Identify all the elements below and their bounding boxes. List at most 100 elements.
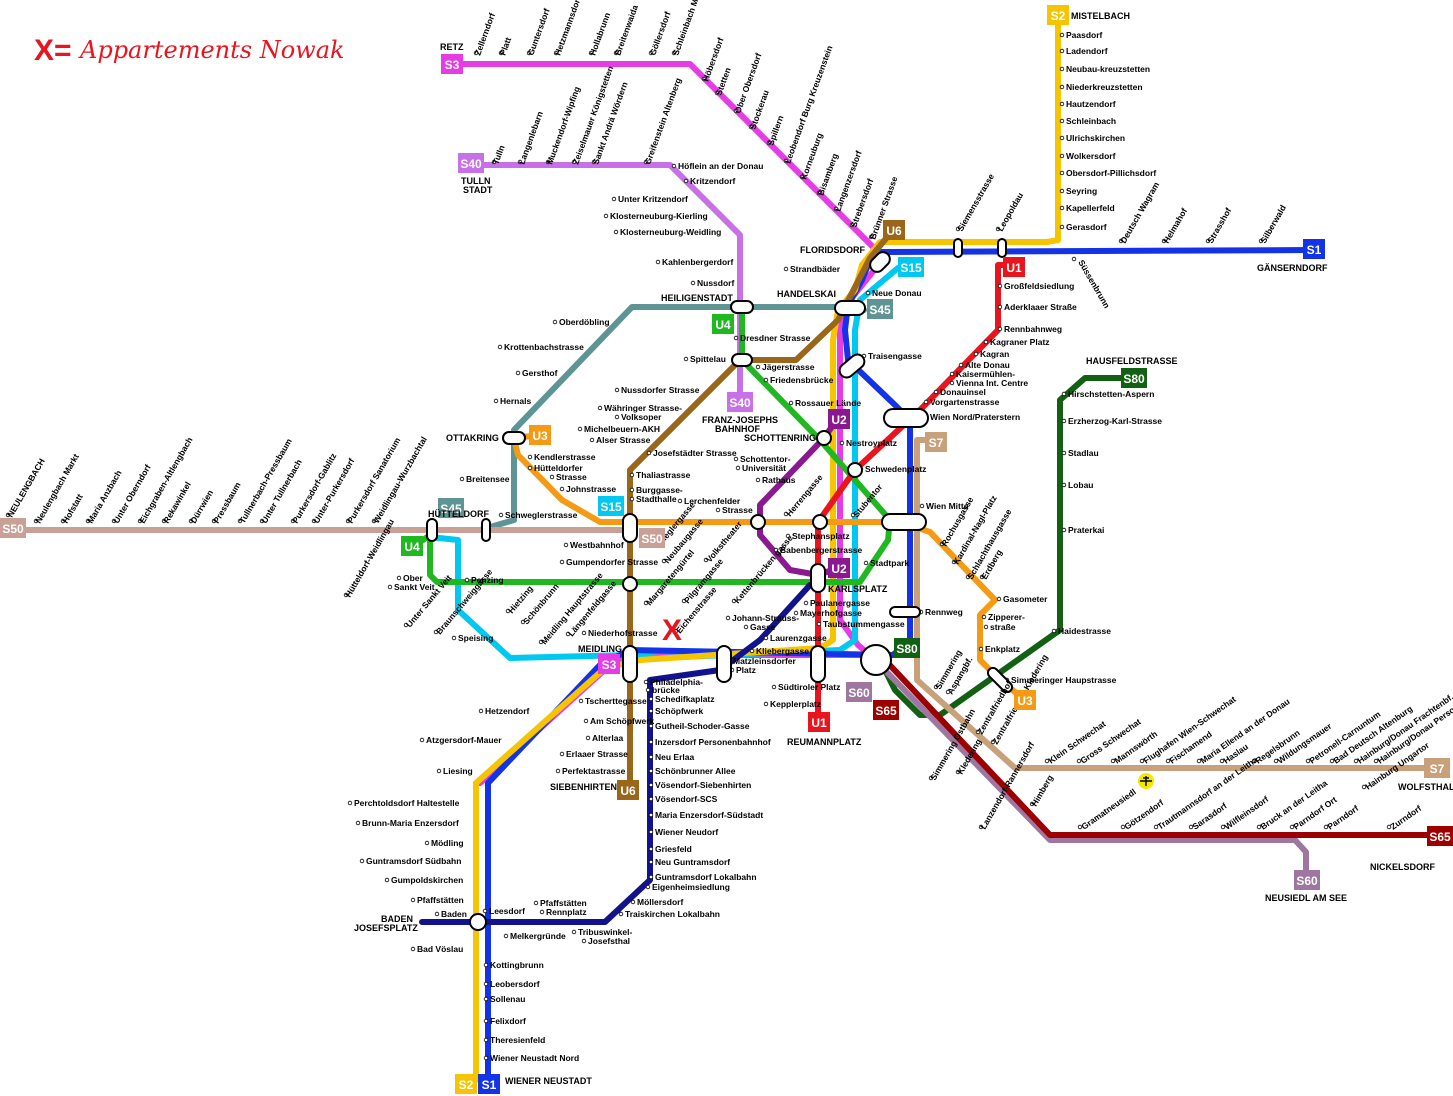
station-label[interactable]: Flughafen Wien-Schwechat [1141,694,1237,766]
station-dot[interactable] [482,908,488,914]
hub-label[interactable]: MISTELBACH [1071,11,1130,21]
station-label[interactable]: Stockerau [747,89,770,131]
station-label[interactable]: Hütteldorfer [534,463,583,473]
station-label[interactable]: Süssenbrunn [1076,258,1112,310]
station-dot[interactable] [137,518,143,524]
station-dot[interactable] [355,820,361,826]
station-dot[interactable] [683,178,689,184]
station-label[interactable]: Oberdöbling [559,317,610,327]
station-label[interactable]: Stetten [713,66,732,96]
station-dot[interactable] [478,708,484,714]
station-label[interactable]: Rennbahnweg [1004,324,1062,334]
hub-label[interactable]: TULLN [461,176,491,186]
station-dot[interactable] [483,962,489,968]
interchange-station[interactable] [816,430,832,446]
station-dot[interactable] [1353,758,1359,764]
line-badge-s65[interactable]: S65 [1427,826,1453,846]
station-dot[interactable] [673,628,679,634]
station-label[interactable]: Korneuburg [798,132,824,181]
station-dot[interactable] [483,996,489,1002]
station-dot[interactable] [1076,758,1082,764]
station-dot[interactable] [473,50,479,56]
interchange-station[interactable] [997,238,1007,258]
station-label[interactable]: Melkergründe [510,931,566,941]
hub-label[interactable]: WOLFSTHAL [1398,782,1453,792]
station-label[interactable]: Seyring [1066,186,1097,196]
station-label[interactable]: Niederhofstrasse [588,628,658,638]
station-dot[interactable] [816,621,822,627]
station-label[interactable]: Kritzendorf [690,176,736,186]
station-dot[interactable] [997,283,1003,289]
line-badge-s2[interactable]: S2 [455,1074,477,1094]
line-badge-u4[interactable]: U4 [401,536,423,556]
station-label[interactable]: Johnstrasse [566,484,616,494]
station-dot[interactable] [433,629,439,635]
station-dot[interactable] [643,679,649,685]
station-label[interactable]: Rathaus [762,475,796,485]
interchange-station[interactable] [847,462,863,478]
station-label[interactable]: Kapellerfeld [1066,203,1115,213]
station-label[interactable]: Traiskirchen Lokalbahn [625,909,720,919]
station-dot[interactable] [493,398,499,404]
station-dot[interactable] [583,718,589,724]
hub-label[interactable]: REUMANNPLATZ [787,737,862,747]
station-label[interactable]: Neue Donau [872,288,922,298]
station-dot[interactable] [755,364,761,370]
line-badge-s40[interactable]: S40 [727,392,753,412]
line-badge-s3[interactable]: S3 [598,654,620,674]
station-dot[interactable] [771,684,777,690]
station-dot[interactable] [33,518,39,524]
station-dot[interactable] [345,518,351,524]
station-dot[interactable] [483,981,489,987]
station-label[interactable]: Rennweg [925,607,963,617]
station-dot[interactable] [849,222,855,228]
hub-label[interactable]: KARLSPLATZ [828,584,888,594]
station-label[interactable]: Alser Strasse [596,435,651,445]
apartment-marker[interactable]: X [662,614,682,647]
station-dot[interactable] [763,377,769,383]
station-dot[interactable] [211,518,217,524]
hub-label[interactable]: MEIDLING [578,644,622,654]
hub-label[interactable]: SCHOTTENRING [744,433,816,443]
station-dot[interactable] [1110,758,1116,764]
station-dot[interactable] [714,90,720,96]
station-label[interactable]: Guntersdorf [525,7,551,57]
station-label[interactable]: Liesing [443,766,473,776]
station-dot[interactable] [833,206,839,212]
station-label[interactable]: Hollabrunn [587,11,612,57]
station-label[interactable]: Breitenwaida [612,3,640,56]
station-dot[interactable] [527,465,533,471]
station-label[interactable]: Obersdorf-Pillichsdorf [1066,168,1156,178]
station-dot[interactable] [1059,48,1065,54]
station-dot[interactable] [614,414,620,420]
station-dot[interactable] [749,648,755,654]
station-dot[interactable] [955,769,961,775]
station-label[interactable]: Sankt Veit [394,582,435,592]
station-dot[interactable] [733,108,739,114]
station-dot[interactable] [1305,758,1311,764]
interchange-station[interactable] [834,300,866,316]
station-dot[interactable] [527,454,533,460]
station-dot[interactable] [1118,238,1124,244]
station-dot[interactable] [613,50,619,56]
station-label[interactable]: Mayerhofgasse [800,608,862,618]
station-label[interactable]: Johann-Strauss- [732,613,799,623]
station-label[interactable]: Bad Vöslau [417,944,463,954]
station-label[interactable]: Perfektastrasse [562,766,626,776]
station-label[interactable]: Speising [458,633,493,643]
station-dot[interactable] [949,371,955,377]
station-label[interactable]: Am Schöpfwerk [590,716,655,726]
station-dot[interactable] [410,897,416,903]
station-label[interactable]: Nestroyplatz [846,438,897,448]
station-dot[interactable] [1059,32,1065,38]
station-label[interactable]: Pfaffstätten [417,895,464,905]
station-dot[interactable] [549,474,555,480]
station-dot[interactable] [1139,758,1145,764]
station-dot[interactable] [1153,824,1159,830]
station-label[interactable]: Sollenau [490,994,525,1004]
station-dot[interactable] [1061,450,1067,456]
interchange-station[interactable] [622,576,638,592]
station-label[interactable]: Nussdorf [697,278,734,288]
line-badge-s80[interactable]: S80 [894,638,920,658]
station-dot[interactable] [919,503,925,509]
